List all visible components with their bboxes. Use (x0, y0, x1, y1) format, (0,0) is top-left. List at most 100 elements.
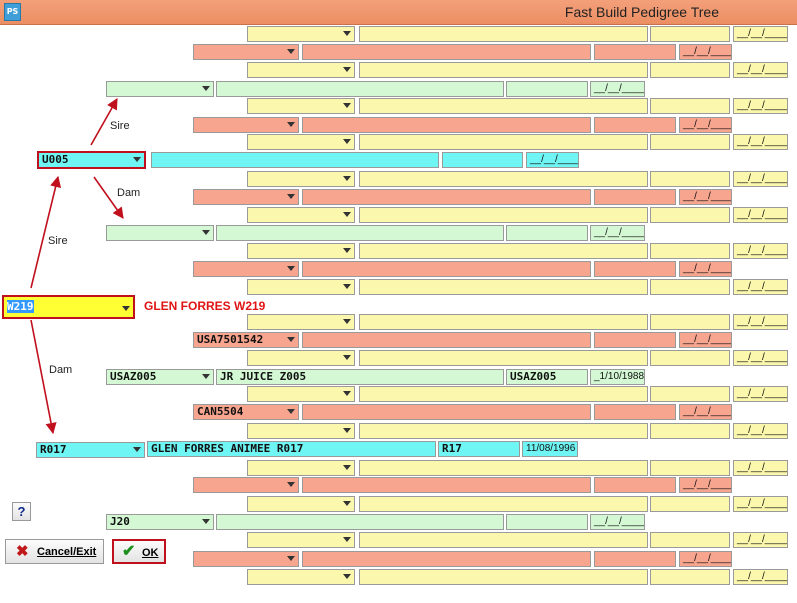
gen4-name-4[interactable] (359, 134, 648, 150)
gen4-combo-13[interactable] (247, 460, 355, 476)
gen3-name-7[interactable] (302, 477, 591, 493)
gen4-combo-6[interactable] (247, 207, 355, 223)
gen4-combo-4[interactable] (247, 134, 355, 150)
gen3-short-1[interactable] (594, 44, 676, 60)
gen4-short-1[interactable] (650, 26, 730, 42)
gen4-name-6[interactable] (359, 207, 648, 223)
gen4-combo-2[interactable] (247, 62, 355, 78)
gen4-name-11[interactable] (359, 386, 648, 402)
gen4-date-16[interactable]: __/__/____ (733, 569, 788, 585)
gen4-combo-12[interactable] (247, 423, 355, 439)
gen3-date-3[interactable]: __/__/____ (679, 189, 732, 205)
gen4-short-13[interactable] (650, 460, 730, 476)
chevron-down-icon[interactable] (343, 465, 351, 470)
sire-sire-date-field[interactable]: __/__/____ (590, 81, 645, 97)
chevron-down-icon[interactable] (343, 319, 351, 324)
gen3-date-5[interactable]: __/__/____ (679, 332, 732, 348)
sire-sire-name-field[interactable] (216, 81, 504, 97)
chevron-down-icon[interactable] (122, 306, 130, 311)
gen3-name-3[interactable] (302, 189, 591, 205)
gen3-date-4[interactable]: __/__/____ (679, 261, 732, 277)
sire-short-field[interactable] (442, 152, 523, 168)
gen3-short-4[interactable] (594, 261, 676, 277)
gen4-short-9[interactable] (650, 314, 730, 330)
chevron-down-icon[interactable] (343, 248, 351, 253)
gen3-combo-4[interactable] (193, 261, 299, 277)
gen4-date-15[interactable]: __/__/____ (733, 532, 788, 548)
chevron-down-icon[interactable] (343, 67, 351, 72)
sire-dam-name-field[interactable] (216, 225, 504, 241)
gen4-combo-1[interactable] (247, 26, 355, 42)
gen4-combo-7[interactable] (247, 243, 355, 259)
gen3-short-7[interactable] (594, 477, 676, 493)
chevron-down-icon[interactable] (202, 230, 210, 235)
gen4-name-13[interactable] (359, 460, 648, 476)
gen4-name-2[interactable] (359, 62, 648, 78)
chevron-down-icon[interactable] (343, 176, 351, 181)
gen3-date-8[interactable]: __/__/____ (679, 551, 732, 567)
gen3-name-6[interactable] (302, 404, 591, 420)
gen3-combo-7[interactable] (193, 477, 299, 493)
dam-dam-short-field[interactable] (506, 514, 588, 530)
gen4-combo-15[interactable] (247, 532, 355, 548)
chevron-down-icon[interactable] (343, 139, 351, 144)
chevron-down-icon[interactable] (287, 409, 295, 414)
gen4-short-7[interactable] (650, 243, 730, 259)
gen4-short-16[interactable] (650, 569, 730, 585)
gen4-combo-9[interactable] (247, 314, 355, 330)
sire-combo[interactable]: U005 (37, 151, 146, 169)
dam-date-field[interactable]: 11/08/1996 (522, 441, 578, 457)
gen4-date-14[interactable]: __/__/____ (733, 496, 788, 512)
gen4-name-8[interactable] (359, 279, 648, 295)
dam-dam-name-field[interactable] (216, 514, 504, 530)
gen4-short-2[interactable] (650, 62, 730, 78)
gen4-name-10[interactable] (359, 350, 648, 366)
gen4-short-8[interactable] (650, 279, 730, 295)
gen4-combo-3[interactable] (247, 98, 355, 114)
dam-dam-combo[interactable]: J20 (106, 514, 214, 530)
gen4-date-13[interactable]: __/__/____ (733, 460, 788, 476)
gen3-name-4[interactable] (302, 261, 591, 277)
gen4-date-1[interactable]: __/__/____ (733, 26, 788, 42)
gen3-name-1[interactable] (302, 44, 591, 60)
gen4-short-14[interactable] (650, 496, 730, 512)
gen4-short-6[interactable] (650, 207, 730, 223)
gen3-short-3[interactable] (594, 189, 676, 205)
gen3-combo-8[interactable] (193, 551, 299, 567)
cancel-button[interactable]: ✖ Cancel/Exit (5, 539, 104, 564)
help-button[interactable]: ? (12, 502, 31, 521)
gen4-short-12[interactable] (650, 423, 730, 439)
chevron-down-icon[interactable] (343, 212, 351, 217)
gen4-date-11[interactable]: __/__/____ (733, 386, 788, 402)
gen4-name-15[interactable] (359, 532, 648, 548)
chevron-down-icon[interactable] (343, 284, 351, 289)
gen3-combo-1[interactable] (193, 44, 299, 60)
gen4-combo-10[interactable] (247, 350, 355, 366)
gen4-name-14[interactable] (359, 496, 648, 512)
ok-button[interactable]: ✔ OK (112, 539, 166, 564)
chevron-down-icon[interactable] (133, 447, 141, 452)
gen3-combo-2[interactable] (193, 117, 299, 133)
gen3-short-8[interactable] (594, 551, 676, 567)
chevron-down-icon[interactable] (133, 157, 141, 162)
gen4-date-2[interactable]: __/__/____ (733, 62, 788, 78)
chevron-down-icon[interactable] (343, 103, 351, 108)
dam-sire-short-field[interactable]: USAZ005 (506, 369, 588, 385)
chevron-down-icon[interactable] (202, 374, 210, 379)
gen3-date-2[interactable]: __/__/____ (679, 117, 732, 133)
dam-dam-date-field[interactable]: __/__/____ (590, 514, 645, 530)
chevron-down-icon[interactable] (343, 501, 351, 506)
chevron-down-icon[interactable] (343, 391, 351, 396)
chevron-down-icon[interactable] (343, 537, 351, 542)
sire-dam-date-field[interactable]: __/__/____ (590, 225, 645, 241)
chevron-down-icon[interactable] (343, 355, 351, 360)
sire-date-field[interactable]: __/__/____ (526, 152, 579, 168)
gen4-name-12[interactable] (359, 423, 648, 439)
gen4-date-3[interactable]: __/__/____ (733, 98, 788, 114)
gen3-short-6[interactable] (594, 404, 676, 420)
gen3-short-5[interactable] (594, 332, 676, 348)
gen4-name-16[interactable] (359, 569, 648, 585)
dam-name-field[interactable]: GLEN FORRES ANIMEE R017 (147, 441, 436, 457)
chevron-down-icon[interactable] (287, 49, 295, 54)
chevron-down-icon[interactable] (287, 194, 295, 199)
